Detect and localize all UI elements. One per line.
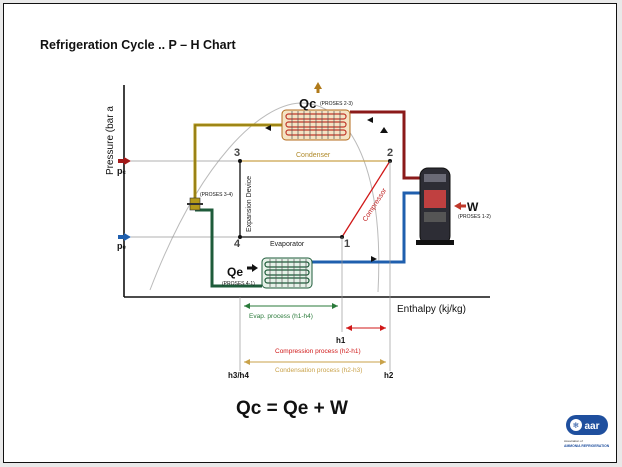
h1-label: h1 [336, 336, 346, 345]
condenser-label: Condenser [296, 152, 331, 159]
w-label: W [467, 200, 479, 214]
x-axis-label: Enthalpy (kj/kg) [397, 304, 466, 315]
qe-arrow-icon [252, 264, 258, 272]
aar-logo: ❄ aar Association of AMMONIA REFRIGERATI… [564, 415, 610, 448]
expansion-process-label: (PROSES 3-4) [200, 192, 233, 198]
expansion-valve-icon [187, 197, 203, 211]
point-3-dot [238, 159, 242, 163]
pc-arrow-icon [124, 157, 131, 165]
point-3-label: 3 [234, 147, 240, 159]
point-2-label: 2 [387, 147, 393, 159]
qc-up-arrow-icon [314, 82, 322, 89]
arrowhead-icon [380, 359, 386, 365]
w-process-label: (PROSES 1-2) [458, 214, 491, 220]
h3h4-label: h3/h4 [228, 371, 249, 380]
qe-process-label: (PROSES 4-1) [222, 281, 255, 287]
compressor-icon [416, 167, 454, 245]
flow-arrow-icon [371, 256, 377, 262]
arrowhead-icon [332, 303, 338, 309]
saturation-dome [149, 102, 380, 293]
evap-process-label: Evap. process (h1-h4) [249, 313, 313, 320]
evaporator-coil-icon [261, 257, 313, 289]
qc-process-label: (PROSES 2-3) [320, 101, 353, 107]
compressor-label: Compressor [362, 187, 389, 223]
condenser-coil-icon [281, 109, 351, 141]
slide-title: Refrigeration Cycle .. P – H Chart [40, 38, 236, 52]
qe-label: Qe [227, 265, 243, 279]
w-arrow-icon [454, 202, 461, 210]
point-4-dot [238, 235, 242, 239]
arrowhead-icon [380, 325, 386, 331]
suction-line-pipe [312, 191, 420, 264]
pe-arrow-icon [124, 233, 131, 241]
arrowhead-icon [244, 359, 250, 365]
flow-arrow-icon [380, 127, 388, 133]
svg-text:❄: ❄ [573, 421, 580, 430]
pe-label: pe [117, 241, 127, 251]
pe-arrow-shaft [118, 235, 125, 239]
logo-caption-2: AMMONIA REFRIGERATION [564, 444, 610, 448]
hot-gas-pipe [350, 110, 420, 180]
pc-arrow-shaft [118, 159, 125, 163]
evaporator-pipe [195, 208, 262, 288]
logo-text: aar [584, 421, 599, 432]
pc-label: pc [117, 166, 127, 176]
point-1-label: 1 [344, 238, 350, 250]
slide [3, 3, 617, 463]
expansion-label: Expansion Device [246, 176, 253, 232]
h2-label: h2 [384, 371, 394, 380]
comp-process-label: Compression process (h2-h1) [275, 348, 361, 355]
flow-arrow-icon [367, 117, 373, 123]
qc-arrow-shaft [316, 89, 320, 93]
flow-arrow-icon [265, 125, 271, 131]
evaporator-label: Evaporator [270, 241, 305, 248]
compression-line [341, 160, 391, 238]
liquid-line-outline [194, 124, 282, 198]
qc-label: Qc [299, 96, 316, 111]
cond-process-label: Condensation process (h2-h3) [275, 367, 362, 374]
point-4-label: 4 [234, 238, 241, 250]
arrowhead-icon [346, 325, 352, 331]
equation: Qc = Qe + W [236, 398, 348, 419]
arrowhead-icon [244, 303, 250, 309]
w-arrow-shaft [460, 204, 466, 208]
logo-caption-1: Association of [564, 439, 583, 443]
y-axis-label: Pressure (bar a [105, 106, 116, 175]
qe-arrow-shaft [247, 266, 253, 270]
